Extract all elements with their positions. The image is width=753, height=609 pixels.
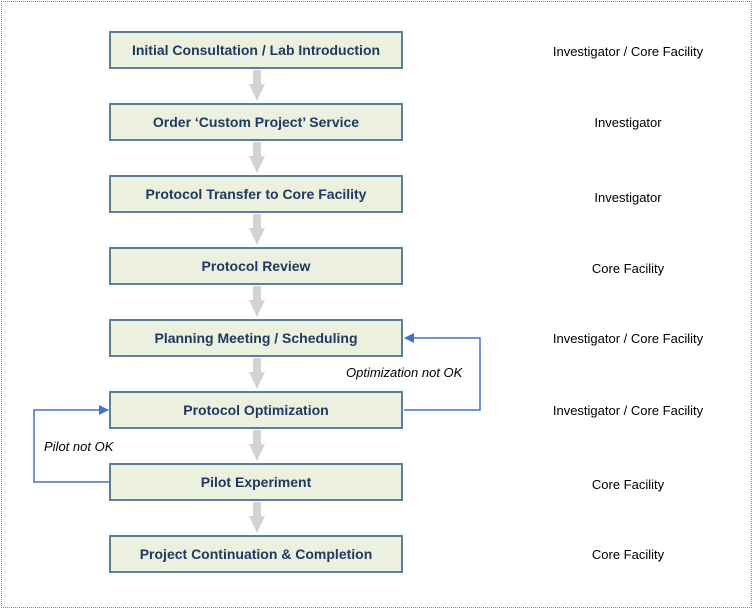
step-label: Protocol Optimization <box>183 402 329 418</box>
step-project-continuation: Project Continuation & Completion <box>109 535 403 573</box>
pilot-not-ok-label: Pilot not OK <box>44 439 114 454</box>
role-label-step-4: Core Facility <box>591 261 665 276</box>
role-label-step-3: Investigator <box>594 190 662 205</box>
role-label-step-5: Investigator / Core Facility <box>552 331 704 346</box>
step-planning-meeting: Planning Meeting / Scheduling <box>109 319 403 357</box>
optimization-loop-connector <box>404 333 481 411</box>
role-label-step-2: Investigator <box>594 115 662 130</box>
pilot-loop-connector <box>33 405 109 483</box>
role-label-step-7: Core Facility <box>591 477 665 492</box>
step-protocol-review: Protocol Review <box>109 247 403 285</box>
step-label: Protocol Transfer to Core Facility <box>145 186 367 202</box>
flow-arrow-5-6 <box>249 358 265 389</box>
step-initial-consultation: Initial Consultation / Lab Introduction <box>109 31 403 69</box>
step-order-custom-project: Order ‘Custom Project’ Service <box>109 103 403 141</box>
flow-arrow-2-3 <box>249 142 265 173</box>
step-label: Planning Meeting / Scheduling <box>154 330 358 346</box>
step-protocol-optimization: Protocol Optimization <box>109 391 403 429</box>
step-label: Initial Consultation / Lab Introduction <box>131 42 381 58</box>
role-label-step-8: Core Facility <box>591 547 665 562</box>
step-label: Order ‘Custom Project’ Service <box>152 114 360 130</box>
flow-arrow-1-2 <box>249 70 265 101</box>
flow-arrow-4-5 <box>249 286 265 317</box>
step-label: Protocol Review <box>201 258 311 274</box>
step-protocol-transfer: Protocol Transfer to Core Facility <box>109 175 403 213</box>
step-pilot-experiment: Pilot Experiment <box>109 463 403 501</box>
role-label-step-6: Investigator / Core Facility <box>552 403 704 418</box>
flow-arrow-7-8 <box>249 502 265 533</box>
flow-arrow-6-7 <box>249 430 265 461</box>
role-label-step-1: Investigator / Core Facility <box>552 44 704 59</box>
step-label: Pilot Experiment <box>200 474 312 490</box>
step-label: Project Continuation & Completion <box>139 546 373 562</box>
optimization-not-ok-label: Optimization not OK <box>346 365 463 380</box>
flow-arrow-3-4 <box>249 214 265 245</box>
